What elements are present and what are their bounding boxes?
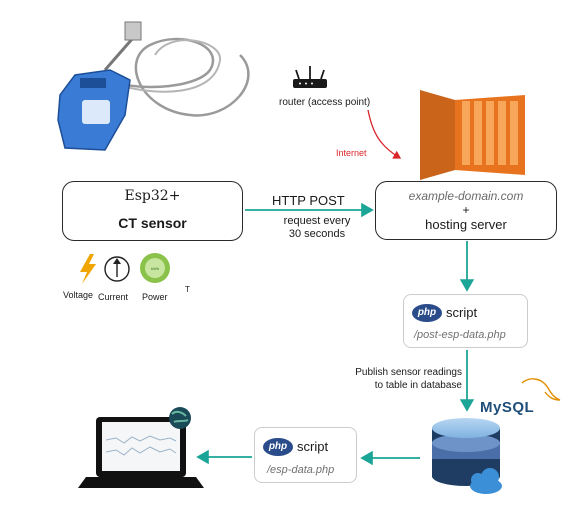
http-post-label: HTTP POST — [272, 193, 345, 208]
current-icon — [104, 256, 130, 282]
esp32-title: Esp32+ — [124, 188, 181, 204]
power-label: Power — [142, 292, 168, 302]
current-label: Current — [98, 292, 129, 302]
svg-text:kWh: kWh — [151, 266, 159, 271]
request-interval-line2: 30 seconds — [288, 228, 346, 240]
mysql-logo: MySQL — [480, 399, 535, 416]
hosting-server-box: example-domain.com + hosting server — [375, 181, 557, 240]
internet-arrow — [367, 109, 402, 159]
php-script-label: script — [446, 305, 478, 320]
esp32-device-box: Esp32+ CT sensor — [62, 181, 243, 241]
php-file-name: /post-esp-data.php — [414, 329, 506, 341]
php-logo-icon: php — [412, 304, 442, 322]
voltage-icon — [80, 254, 96, 284]
request-interval-line1: request every — [283, 215, 351, 227]
router-label: router (access point) — [279, 97, 371, 108]
server-icon — [420, 90, 525, 180]
php-script-view-box: php script /esp-data.php — [254, 427, 357, 483]
publish-label-line1: Publish sensor readings — [355, 367, 462, 378]
ct-sensor-image — [57, 21, 250, 151]
router-icon — [293, 66, 327, 88]
ct-sensor-label: CT sensor — [118, 215, 187, 231]
internet-label: Internet — [336, 148, 367, 158]
voltage-label: Voltage — [63, 290, 94, 300]
php-file-name: /esp-data.php — [267, 464, 335, 476]
power-meter-icon: kWh — [140, 253, 170, 283]
laptop-icon — [78, 407, 204, 488]
domain-label: example-domain.com — [408, 189, 524, 203]
mysql-dolphin-icon — [521, 378, 561, 401]
php-script-label: script — [297, 439, 329, 454]
php-logo-icon: php — [263, 438, 293, 456]
hosting-server-label: hosting server — [425, 217, 507, 232]
database-icon — [432, 418, 500, 486]
plus-sign: + — [462, 203, 470, 217]
extra-label: T — [185, 285, 190, 294]
cloud-icon — [470, 468, 502, 494]
publish-label-line2: to table in database — [374, 380, 462, 391]
php-script-post-box: php script /post-esp-data.php — [403, 294, 528, 348]
